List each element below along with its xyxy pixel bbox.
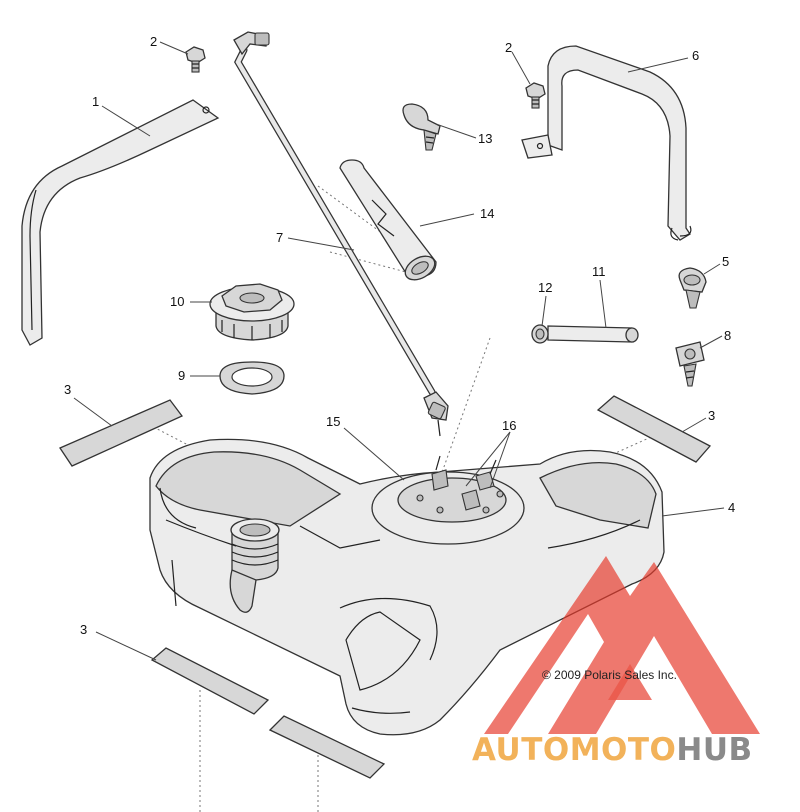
right-tank-strap <box>521 45 692 241</box>
cap-gasket <box>219 361 285 395</box>
callout-7: 7 <box>276 230 283 245</box>
callout-14: 14 <box>480 206 494 221</box>
callout-16: 16 <box>502 418 516 433</box>
callout-11: 11 <box>592 264 606 279</box>
callout-2a: 2 <box>150 34 157 49</box>
bolt-right <box>525 82 546 109</box>
fuel-tank <box>149 438 665 736</box>
callout-9: 9 <box>178 368 185 383</box>
hose-clamp-small <box>531 324 549 344</box>
watermark-text-part2: HUB <box>676 732 752 768</box>
callout-6: 6 <box>692 48 699 63</box>
left-tank-strap <box>21 99 220 346</box>
pad-top-right <box>596 395 712 463</box>
copyright-notice: © 2009 Polaris Sales Inc. <box>542 668 677 682</box>
callouts: 1 2 2 6 13 14 7 10 9 11 12 5 8 3 3 4 15 … <box>64 34 735 637</box>
fuel-line <box>233 31 449 437</box>
callout-5: 5 <box>722 254 729 269</box>
callout-3b: 3 <box>708 408 715 423</box>
vent-hose <box>547 325 639 343</box>
watermark-text: AUTOMOTOHUB <box>472 732 753 768</box>
pad-top-left <box>59 399 184 467</box>
leader-lines <box>73 41 725 661</box>
callout-1: 1 <box>92 94 99 109</box>
hose-clip <box>402 103 441 151</box>
callout-3c: 3 <box>80 622 87 637</box>
callout-13: 13 <box>478 131 492 146</box>
protective-sleeve <box>339 159 437 281</box>
watermark-text-part1: AUTOMOTO <box>472 732 676 768</box>
watermark-logo <box>484 556 760 734</box>
connector <box>675 341 705 387</box>
callout-15: 15 <box>326 414 340 429</box>
callout-2b: 2 <box>505 40 512 55</box>
fuel-cap <box>209 283 295 341</box>
pad-bottom-a <box>150 647 270 715</box>
callout-3a: 3 <box>64 382 71 397</box>
callout-8: 8 <box>724 328 731 343</box>
callout-12: 12 <box>538 280 552 295</box>
watermark-triangle-icon <box>484 556 760 734</box>
callout-10: 10 <box>170 294 184 309</box>
bolt-left <box>185 46 206 73</box>
pad-bottom-b <box>268 715 386 779</box>
callout-4: 4 <box>728 500 735 515</box>
clamp <box>678 267 707 309</box>
